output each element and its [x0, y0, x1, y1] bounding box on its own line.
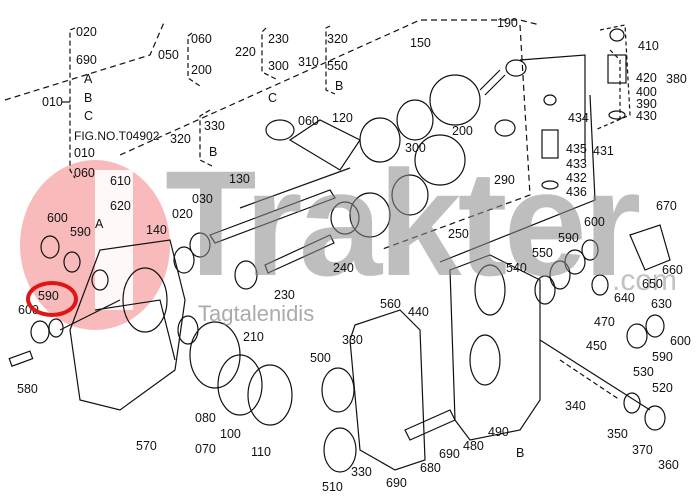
- part-label-060[interactable]: 060: [74, 166, 95, 180]
- part-label-210[interactable]: 210: [243, 330, 264, 344]
- part-label-230[interactable]: 230: [274, 288, 295, 302]
- part-label-380[interactable]: 380: [666, 72, 687, 86]
- part-label-310[interactable]: 310: [298, 55, 319, 69]
- part-label-432[interactable]: 432: [566, 171, 587, 185]
- part-label-350[interactable]: 350: [607, 427, 628, 441]
- highlight-circle: [26, 281, 78, 317]
- part-label-436[interactable]: 436: [566, 185, 587, 199]
- part-label-640[interactable]: 640: [614, 291, 635, 305]
- part-label-330[interactable]: 330: [351, 465, 372, 479]
- part-label-433[interactable]: 433: [566, 157, 587, 171]
- part-label-290[interactable]: 290: [494, 173, 515, 187]
- part-label-010[interactable]: 010: [42, 95, 63, 109]
- part-label-630[interactable]: 630: [651, 297, 672, 311]
- watermark-logo-gap: [95, 170, 133, 310]
- part-label-190[interactable]: 190: [497, 16, 518, 30]
- part-label-450[interactable]: 450: [586, 339, 607, 353]
- part-label-100[interactable]: 100: [220, 427, 241, 441]
- part-label-540[interactable]: 540: [506, 261, 527, 275]
- part-label-320[interactable]: 320: [327, 32, 348, 46]
- part-label-690[interactable]: 690: [386, 476, 407, 490]
- part-label-010[interactable]: 010: [74, 146, 95, 160]
- part-label-431[interactable]: 431: [593, 144, 614, 158]
- part-label-390[interactable]: 390: [636, 97, 657, 111]
- part-label-590[interactable]: 590: [652, 350, 673, 364]
- part-label-590[interactable]: 590: [70, 225, 91, 239]
- part-label-B[interactable]: B: [84, 91, 93, 105]
- part-label-550[interactable]: 550: [327, 59, 348, 73]
- part-label-430[interactable]: 430: [636, 109, 657, 123]
- watermark-brand-logo: [165, 148, 695, 298]
- part-label-330[interactable]: 330: [204, 119, 225, 133]
- part-label-130[interactable]: 130: [229, 172, 250, 186]
- part-label-520[interactable]: 520: [652, 381, 673, 395]
- part-label-680[interactable]: 680: [420, 461, 441, 475]
- part-label-030[interactable]: 030: [192, 192, 213, 206]
- part-label-220[interactable]: 220: [235, 45, 256, 59]
- part-label-440[interactable]: 440: [408, 305, 429, 319]
- part-label-690[interactable]: 690: [76, 53, 97, 67]
- part-label-120[interactable]: 120: [332, 111, 353, 125]
- part-label-510[interactable]: 510: [322, 480, 343, 494]
- part-label-150[interactable]: 150: [410, 36, 431, 50]
- part-label-240[interactable]: 240: [333, 261, 354, 275]
- part-label-600[interactable]: 600: [670, 334, 691, 348]
- watermark-sub: Tagtalenidis: [198, 301, 315, 326]
- part-label-410[interactable]: 410: [638, 39, 659, 53]
- part-label-330[interactable]: 330: [342, 333, 363, 347]
- part-label-600[interactable]: 600: [584, 215, 605, 229]
- part-label-600[interactable]: 600: [47, 211, 68, 225]
- part-label-360[interactable]: 360: [658, 458, 679, 472]
- part-label-490[interactable]: 490: [488, 425, 509, 439]
- part-label-020[interactable]: 020: [172, 207, 193, 221]
- part-label-140[interactable]: 140: [146, 223, 167, 237]
- part-label-250[interactable]: 250: [448, 227, 469, 241]
- part-label-500[interactable]: 500: [310, 351, 331, 365]
- part-label-B[interactable]: B: [516, 446, 525, 460]
- part-label-434[interactable]: 434: [568, 111, 589, 125]
- part-label-230[interactable]: 230: [268, 32, 289, 46]
- part-label-060[interactable]: 060: [191, 32, 212, 46]
- part-label-400[interactable]: 400: [636, 85, 657, 99]
- part-label-B[interactable]: B: [335, 79, 344, 93]
- part-label-435[interactable]: 435: [566, 142, 587, 156]
- part-label-660[interactable]: 660: [662, 263, 683, 277]
- part-label-670[interactable]: 670: [656, 199, 677, 213]
- part-label-020[interactable]: 020: [76, 25, 97, 39]
- part-label-070[interactable]: 070: [195, 442, 216, 456]
- part-label-A[interactable]: A: [84, 72, 93, 86]
- part-label-470[interactable]: 470: [594, 315, 615, 329]
- part-label-060[interactable]: 060: [298, 114, 319, 128]
- part-label-480[interactable]: 480: [463, 439, 484, 453]
- part-label-530[interactable]: 530: [633, 365, 654, 379]
- part-label-590[interactable]: 590: [558, 231, 579, 245]
- part-label-580[interactable]: 580: [17, 382, 38, 396]
- part-label-340[interactable]: 340: [565, 399, 586, 413]
- part-label-200[interactable]: 200: [191, 63, 212, 77]
- part-label-300[interactable]: 300: [268, 59, 289, 73]
- part-label-C[interactable]: C: [268, 91, 278, 105]
- part-label-B[interactable]: B: [209, 145, 218, 159]
- part-label-370[interactable]: 370: [632, 443, 653, 457]
- part-label-A[interactable]: A: [95, 217, 104, 231]
- part-label-200[interactable]: 200: [452, 124, 473, 138]
- part-label-320[interactable]: 320: [170, 132, 191, 146]
- part-label-080[interactable]: 080: [195, 411, 216, 425]
- part-label-550[interactable]: 550: [532, 246, 553, 260]
- part-label-570[interactable]: 570: [136, 439, 157, 453]
- part-label-650[interactable]: 650: [642, 277, 663, 291]
- figure-number: FIG.NO.T04902: [74, 129, 160, 143]
- part-label-420[interactable]: 420: [636, 71, 657, 85]
- part-label-050[interactable]: 050: [158, 48, 179, 62]
- part-label-C[interactable]: C: [84, 109, 94, 123]
- part-label-560[interactable]: 560: [380, 297, 401, 311]
- part-label-300[interactable]: 300: [405, 141, 426, 155]
- part-label-110[interactable]: 110: [251, 445, 271, 459]
- part-label-690[interactable]: 690: [439, 447, 460, 461]
- part-label-610[interactable]: 610: [110, 174, 131, 188]
- watermark-domain-logo: [612, 266, 677, 296]
- part-label-620[interactable]: 620: [110, 199, 131, 213]
